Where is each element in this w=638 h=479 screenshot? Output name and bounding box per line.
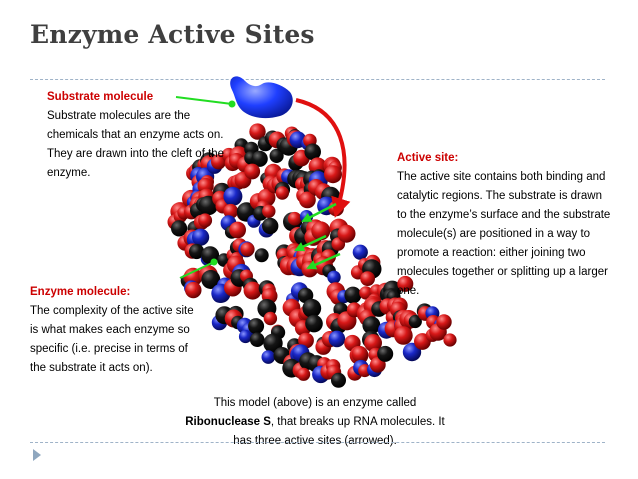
atom	[201, 270, 221, 289]
active-site-arrow-1	[301, 202, 337, 223]
atom	[275, 186, 289, 200]
atom	[362, 316, 381, 335]
atom	[360, 271, 375, 286]
substrate-pointer	[175, 96, 233, 105]
atom	[211, 154, 226, 170]
active-site-arrow-3	[306, 252, 341, 270]
enzyme-body: The complexity of the active site is wha…	[30, 305, 194, 374]
atom	[324, 165, 342, 184]
atom	[185, 281, 202, 299]
atom	[377, 345, 394, 362]
enzyme-pointer-dot	[210, 258, 218, 266]
atom	[243, 281, 262, 300]
atom	[251, 150, 268, 167]
atom	[352, 244, 368, 260]
atom	[244, 163, 261, 180]
substrate-pointer-dot	[228, 100, 236, 108]
atom	[262, 204, 276, 218]
atom	[408, 314, 422, 329]
atom	[240, 242, 255, 257]
atom	[287, 211, 302, 226]
atom	[397, 275, 414, 292]
substrate-body: Substrate molecules are the chemicals th…	[47, 110, 225, 179]
active-site-text: Active site: The active site contains bo…	[397, 149, 612, 301]
substrate-heading: Substrate molecule	[47, 91, 154, 103]
top-divider	[30, 79, 605, 80]
substrate-molecule-icon	[230, 76, 293, 119]
atom	[298, 332, 314, 349]
active-site-arrow-2	[294, 234, 327, 252]
atom	[229, 221, 247, 239]
atom	[189, 243, 205, 260]
atom	[337, 224, 356, 243]
atom	[299, 191, 316, 209]
atom	[223, 186, 243, 206]
atom	[262, 217, 279, 235]
atom	[297, 367, 311, 381]
active-site-body: The active site contains both binding an…	[397, 171, 611, 297]
atom	[198, 213, 213, 228]
atom	[248, 318, 265, 335]
atom	[171, 220, 188, 237]
atom	[263, 311, 278, 326]
atom	[192, 228, 210, 246]
caption-pre: This model (above) is an enzyme called	[213, 397, 417, 409]
enzyme-text: Enzyme molecule: The complexity of the a…	[30, 283, 195, 378]
atom	[269, 148, 284, 163]
atom	[443, 333, 457, 347]
atom	[327, 270, 341, 284]
atom	[238, 329, 253, 344]
atom	[254, 248, 269, 263]
atom	[302, 298, 322, 318]
active-site-heading: Active site:	[397, 152, 459, 164]
atom	[249, 123, 266, 140]
atom	[351, 346, 368, 363]
atom	[364, 334, 382, 352]
atom	[261, 350, 276, 364]
atom	[223, 203, 239, 219]
path-arrow	[295, 98, 351, 218]
atom	[328, 330, 346, 348]
atom	[304, 143, 322, 161]
atom	[344, 286, 362, 304]
enzyme-pointer	[179, 261, 215, 279]
enzyme-heading: Enzyme molecule:	[30, 286, 131, 298]
slide-bullet-icon	[33, 449, 41, 461]
bottom-divider	[30, 442, 605, 443]
atom	[436, 314, 452, 330]
caption-enzyme-name: Ribonuclease S	[185, 416, 271, 428]
substrate-text: Substrate molecule Substrate molecules a…	[47, 88, 232, 183]
enzyme-molecule	[167, 123, 457, 388]
atom	[305, 314, 323, 333]
caption-post: , that breaks up RNA molecules. It has t…	[233, 416, 445, 447]
atom	[394, 326, 413, 345]
slide-title: Enzyme Active Sites	[30, 20, 315, 49]
atom	[331, 372, 346, 388]
atom	[249, 332, 265, 348]
